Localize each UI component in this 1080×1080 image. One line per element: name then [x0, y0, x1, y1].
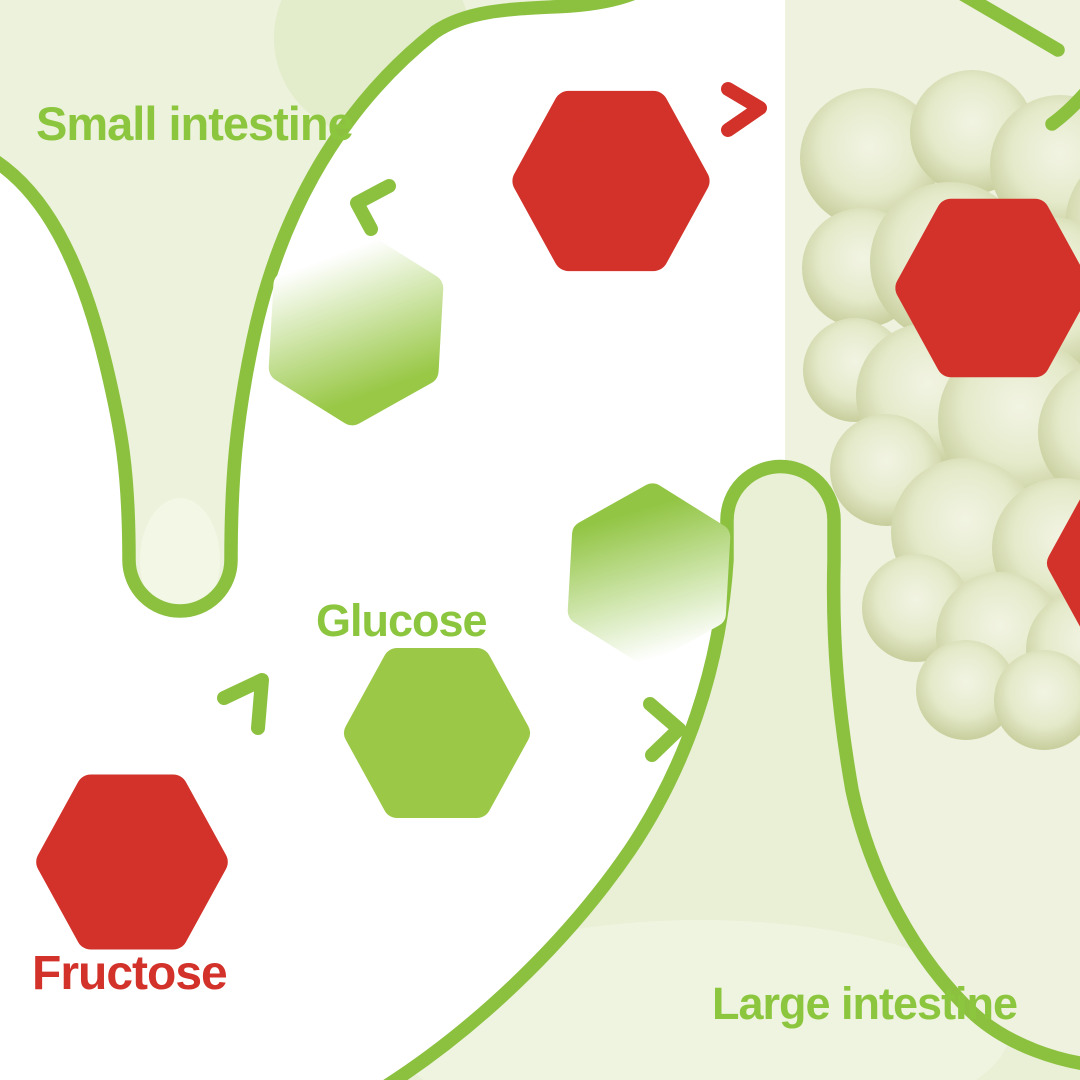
fructose-hexagon-top — [527, 106, 694, 257]
large-intestine-label: Large intestine — [712, 978, 1018, 1029]
large-intestine-shape — [395, 466, 1080, 1080]
fructose-hexagon-in-colon — [910, 213, 1076, 362]
intestine-arch-outline-right — [959, 0, 1065, 57]
large-intestine-inner-highlight — [390, 920, 1010, 1080]
small-intestine-outline — [0, 0, 636, 618]
intestine-line-curl — [1045, 88, 1080, 131]
villus-tip-highlight — [140, 498, 220, 611]
small-intestine-label: Small intestine — [36, 97, 354, 150]
fructose-hexagon — [51, 789, 214, 935]
chevron-up-icon — [217, 673, 269, 735]
chevron-right-red-icon — [721, 82, 767, 137]
large-intestine-outline — [383, 459, 1080, 1080]
chevron-left-icon — [350, 179, 396, 236]
chevron-right-green-icon — [643, 697, 686, 762]
glucose-label: Glucose — [316, 595, 488, 646]
small-intestine-shape — [0, 0, 613, 611]
fructose-label: Fructose — [32, 947, 228, 1000]
glucose-hexagon — [358, 662, 516, 804]
